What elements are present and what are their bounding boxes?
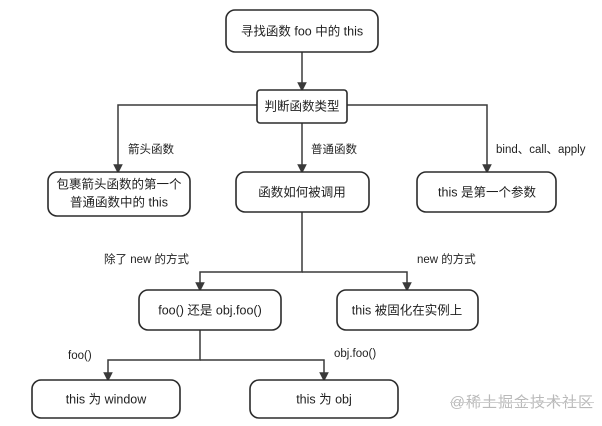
node-new-fixed-instance-box <box>336 289 479 331</box>
node-first-argument[interactable]: this 是第一个参数 <box>416 171 557 213</box>
watermark-strikethrough <box>449 401 594 403</box>
edge-label-objfoo-call: obj.foo() <box>334 348 376 360</box>
node-foo-or-objfoo-box <box>138 289 282 331</box>
node-this-obj[interactable]: this 为 obj <box>249 379 399 419</box>
edge-foo-or-obj-to-this-window <box>103 330 201 382</box>
node-arrow-function-result-box <box>47 171 191 217</box>
node-arrow-function-result-label-line1: 包裹箭头函数的第一个 <box>56 176 182 191</box>
edge-how-called-to-foo-or-obj <box>195 212 303 292</box>
node-this-window-box <box>31 379 181 419</box>
edge-label-except-new: 除了 new 的方式 <box>104 252 189 266</box>
watermark: @稀土掘金技术社区 <box>449 391 594 412</box>
node-arrow-function-result[interactable]: 包裹箭头函数的第一个 普通函数中的 this <box>47 171 191 217</box>
edge-label-arrow-function: 箭头函数 <box>128 142 174 156</box>
node-first-argument-box <box>416 171 557 213</box>
node-how-called-label: 函数如何被调用 <box>258 184 346 199</box>
node-this-window-label: this 为 window <box>66 392 148 406</box>
edge-how-called-to-new-fixed <box>302 271 412 292</box>
edge-foo-or-obj-to-this-obj <box>200 359 329 382</box>
node-foo-or-objfoo[interactable]: foo() 还是 obj.foo() <box>138 289 282 331</box>
edge-label-normal-function: 普通函数 <box>311 142 357 156</box>
node-first-argument-label: this 是第一个参数 <box>438 184 536 199</box>
edge-type-to-arrow-result <box>113 104 258 174</box>
node-arrow-function-result-label-line2: 普通函数中的 this <box>70 194 168 209</box>
node-this-obj-label: this 为 obj <box>296 392 352 406</box>
node-start-box <box>225 9 379 53</box>
node-new-fixed-instance-label: this 被固化在实例上 <box>352 302 462 317</box>
node-foo-or-objfoo-label: foo() 还是 obj.foo() <box>158 303 262 317</box>
node-function-type[interactable]: 判断函数类型 <box>256 89 348 124</box>
node-function-type-label: 判断函数类型 <box>264 98 339 113</box>
node-function-type-box <box>256 89 348 124</box>
edge-label-new-way: new 的方式 <box>417 252 476 266</box>
node-new-fixed-instance[interactable]: this 被固化在实例上 <box>336 289 479 331</box>
edge-type-to-first-arg <box>346 104 492 174</box>
node-this-obj-box <box>249 379 399 419</box>
node-start-label: 寻找函数 foo 中的 this <box>241 23 363 38</box>
node-how-called-box <box>235 171 370 213</box>
node-how-called[interactable]: 函数如何被调用 <box>235 171 370 213</box>
node-start[interactable]: 寻找函数 foo 中的 this <box>225 9 379 53</box>
edge-label-bind-call-apply: bind、call、apply <box>496 144 586 156</box>
edge-label-foo-call: foo() <box>68 350 92 362</box>
node-this-window[interactable]: this 为 window <box>31 379 181 419</box>
